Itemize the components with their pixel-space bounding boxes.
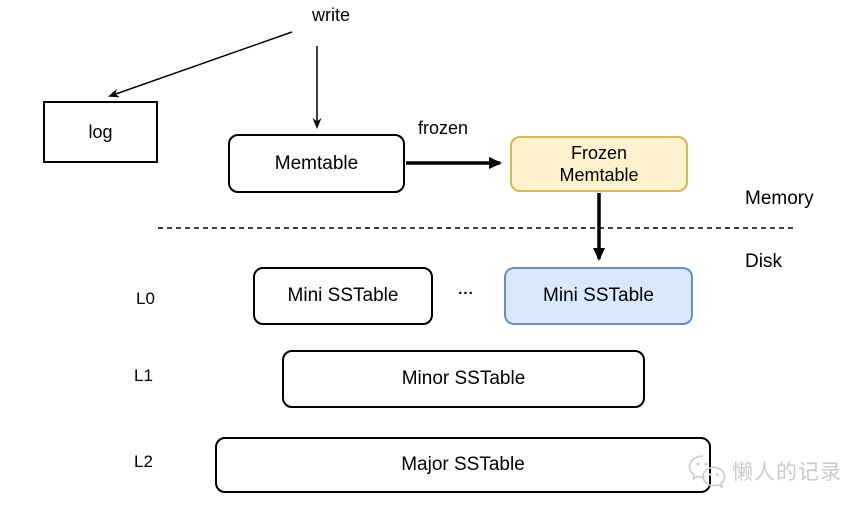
log-node: log [43,101,158,163]
watermark: 懒人的记录 [686,450,842,492]
frozen-memtable-node: Frozen Memtable [510,136,688,192]
more-sstables-ellipsis: ... [458,281,474,298]
log-node-label: log [88,121,113,142]
disk-label: Disk [745,251,782,272]
wechat-icon [688,455,726,489]
minor-sstable-node-label: Minor SSTable [401,368,526,390]
mini-sstable-node-right: Mini SSTable [504,267,693,325]
major-sstable-node: Major SSTable [215,437,711,493]
major-sstable-node-label: Major SSTable [401,454,525,476]
minor-sstable-node: Minor SSTable [282,350,645,408]
mini-sstable-right-label: Mini SSTable [543,285,654,307]
level-2-label: L2 [134,452,153,471]
mini-sstable-node-left: Mini SSTable [253,267,433,325]
arrow-write-to-log [108,31,293,98]
level-0-label: L0 [136,289,155,308]
watermark-text: 懒人的记录 [732,461,842,484]
level-1-label: L1 [134,366,153,385]
write-label: write [311,5,350,25]
memtable-node: Memtable [228,134,405,193]
frozen-label: frozen [418,118,469,138]
memtable-node-label: Memtable [274,152,359,174]
frozen-memtable-node-label: Frozen Memtable [559,142,639,186]
mini-sstable-left-label: Mini SSTable [287,285,399,307]
memory-label: Memory [745,188,814,209]
